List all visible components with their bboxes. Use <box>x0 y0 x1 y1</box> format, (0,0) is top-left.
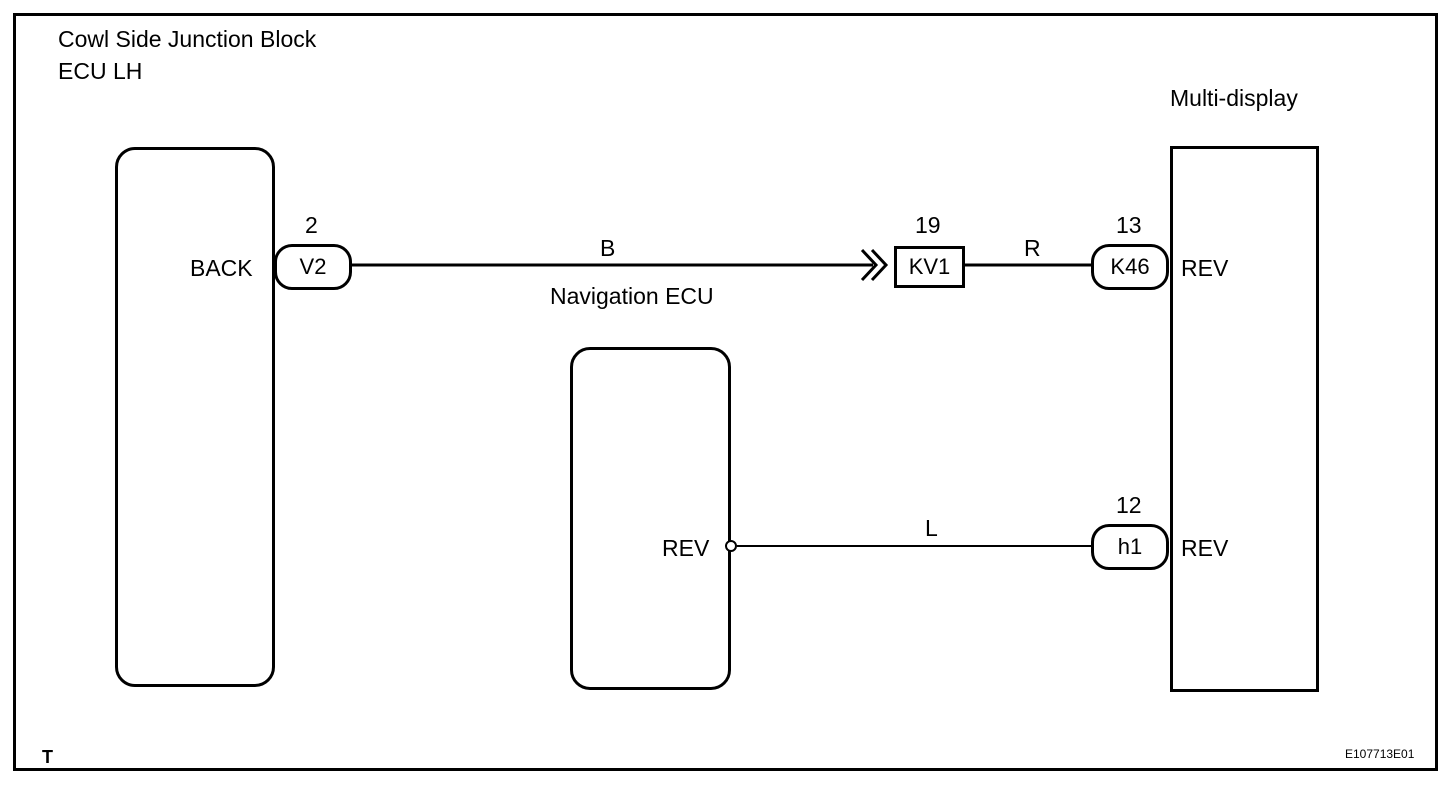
wire-b-color-code: B <box>600 235 616 261</box>
connector-k46: K46 <box>1091 244 1169 290</box>
wire-b-arrow-1 <box>860 248 879 282</box>
multi-display-rev-bottom-label: REV <box>1181 535 1229 561</box>
wire-r-color-code: R <box>1024 235 1041 261</box>
connector-v2-pin: 2 <box>305 212 318 238</box>
multi-display-title: Multi-display <box>1170 85 1298 111</box>
connector-v2-name: V2 <box>299 254 327 279</box>
connector-h1-pin: 12 <box>1116 492 1142 518</box>
cowl-back-pin-label: BACK <box>190 255 253 281</box>
connector-h1-name: h1 <box>1117 534 1143 559</box>
connector-k46-name: K46 <box>1110 254 1150 279</box>
nav-rev-terminal <box>725 540 737 552</box>
navigation-ecu-title: Navigation ECU <box>550 283 714 309</box>
connector-v2: V2 <box>274 244 352 290</box>
connector-kv1-name: KV1 <box>908 254 951 279</box>
footer-mark: T <box>42 747 53 767</box>
connector-kv1: KV1 <box>894 246 965 288</box>
cowl-junction-block-subtitle: ECU LH <box>58 58 143 84</box>
multi-display-rev-top-label: REV <box>1181 255 1229 281</box>
navigation-ecu-rev-label: REV <box>662 535 710 561</box>
connector-k46-pin: 13 <box>1116 212 1142 238</box>
navigation-ecu-body <box>570 347 731 690</box>
figure-id: E107713E01 <box>1345 747 1415 761</box>
cowl-junction-block-body <box>115 147 275 687</box>
wire-b-arrow-2 <box>870 248 889 282</box>
cowl-junction-block-title: Cowl Side Junction Block <box>58 26 317 52</box>
multi-display-body <box>1170 146 1319 692</box>
wire-l-color-code: L <box>925 515 938 541</box>
connector-h1: h1 <box>1091 524 1169 570</box>
diagram-frame <box>13 13 1438 771</box>
connector-kv1-pin: 19 <box>915 212 941 238</box>
